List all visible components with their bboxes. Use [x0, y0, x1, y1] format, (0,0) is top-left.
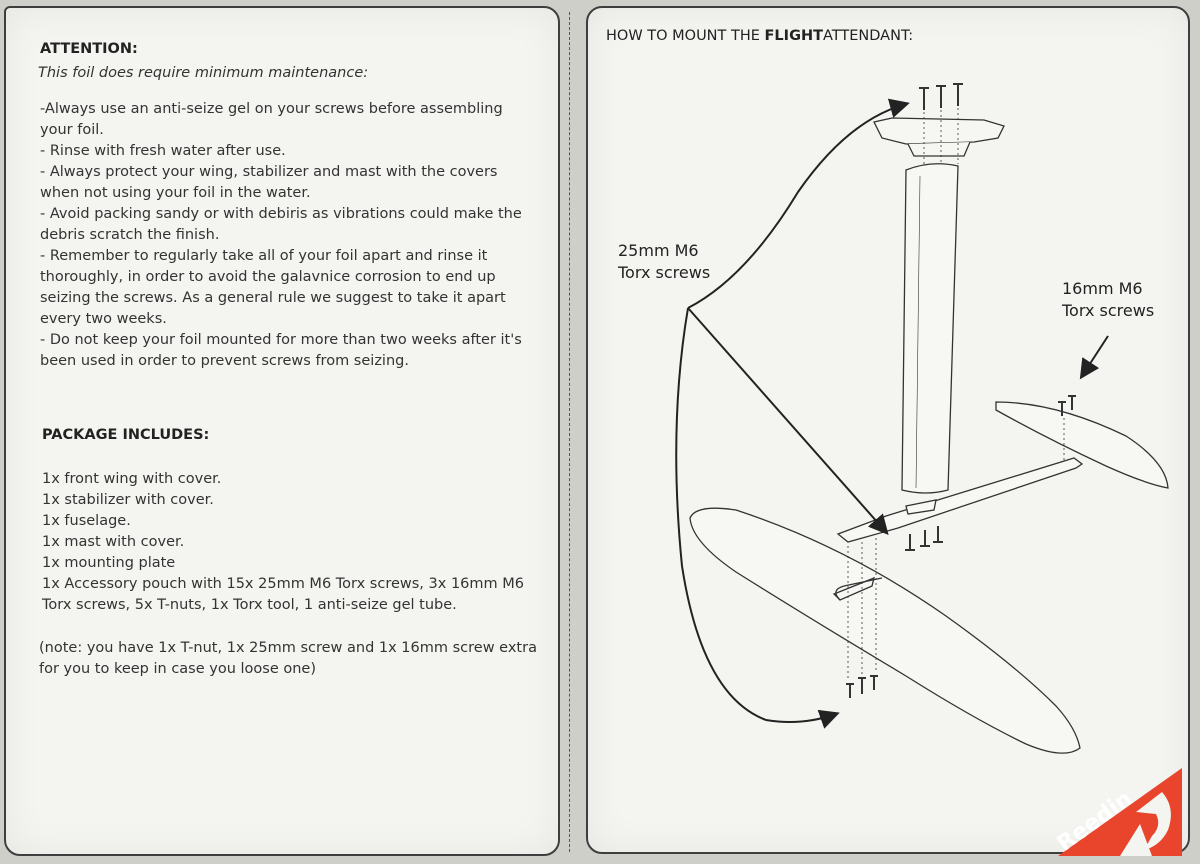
package-item: 1x fuselage.	[42, 513, 131, 529]
maintenance-line: - Rinse with fresh water after use.	[40, 143, 286, 159]
arrow-to-plate	[687, 98, 910, 309]
mount-title-suffix: ATTENDANT:	[823, 28, 914, 44]
maintenance-line: debris scratch the finish.	[40, 227, 220, 243]
note-line: for you to keep in case you loose one)	[39, 661, 317, 677]
maintenance-line: when not using your foil in the water.	[40, 185, 311, 201]
package-heading: PACKAGE INCLUDES:	[42, 427, 210, 443]
note-line: (note: you have 1x T-nut, 1x 25mm screw …	[39, 640, 537, 656]
package-note: (note: you have 1x T-nut, 1x 25mm screw …	[39, 638, 537, 680]
callout-line: 25mm M6	[618, 241, 699, 260]
callout-line: 16mm M6	[1062, 279, 1143, 298]
package-list: 1x front wing with cover. 1x stabilizer w…	[42, 469, 524, 616]
package-item: 1x stabilizer with cover.	[42, 492, 214, 508]
maintenance-line: thoroughly, in order to avoid the galavn…	[40, 269, 496, 285]
attention-heading: ATTENTION:	[40, 41, 138, 57]
maintenance-line: - Remember to regularly take all of your…	[40, 248, 488, 264]
callout-25mm-screws: 25mm M6 Torx screws	[618, 240, 710, 284]
callout-16mm-screws: 16mm M6 Torx screws	[1062, 278, 1154, 322]
mounting-plate-base	[907, 141, 971, 157]
mount-title-prefix: HOW TO MOUNT THE	[606, 28, 765, 44]
mount-title: HOW TO MOUNT THE FLIGHTATTENDANT:	[606, 28, 913, 44]
package-item: 1x front wing with cover.	[42, 471, 222, 487]
mounting-plate	[873, 117, 1005, 145]
maintenance-line: been used in order to prevent screws fro…	[40, 353, 409, 369]
maintenance-line: -Always use an anti-seize gel on your sc…	[40, 101, 503, 117]
front-wing	[689, 507, 1081, 754]
fold-line	[569, 12, 570, 852]
plate-screws	[919, 83, 963, 110]
maintenance-line: your foil.	[40, 122, 104, 138]
maintenance-line: every two weeks.	[40, 311, 167, 327]
maintenance-line: - Avoid packing sandy or with debiris as…	[40, 206, 522, 222]
package-item: 1x Accessory pouch with 15x 25mm M6 Torx…	[42, 576, 524, 592]
left-page	[4, 6, 560, 856]
foil-assembly-diagram	[675, 83, 1169, 754]
callout-line: Torx screws	[618, 263, 711, 282]
arrow-to-fuselage	[687, 307, 889, 535]
attention-intro: This foil does require minimum maintenan…	[38, 65, 369, 81]
package-item: 1x mounting plate	[42, 555, 176, 571]
maintenance-line: - Do not keep your foil mounted for more…	[40, 332, 522, 348]
maintenance-line: seizing the screws. As a general rule we…	[40, 290, 506, 306]
fuselage	[836, 457, 1084, 543]
arrow-to-stabilizer	[1079, 335, 1109, 380]
callout-line: Torx screws	[1062, 301, 1155, 320]
reedin-logo: Reedin	[1053, 768, 1182, 857]
mount-title-bold: FLIGHT	[764, 28, 823, 44]
package-item: Torx screws, 5x T-nuts, 1x Torx tool, 1 …	[42, 597, 457, 613]
stabilizer	[995, 401, 1169, 489]
maintenance-list: -Always use an anti-seize gel on your sc…	[40, 99, 522, 372]
mast	[901, 163, 959, 494]
package-item: 1x mast with cover.	[42, 534, 185, 550]
maintenance-line: - Always protect your wing, stabilizer a…	[40, 164, 498, 180]
arrow-to-wing	[675, 307, 840, 729]
